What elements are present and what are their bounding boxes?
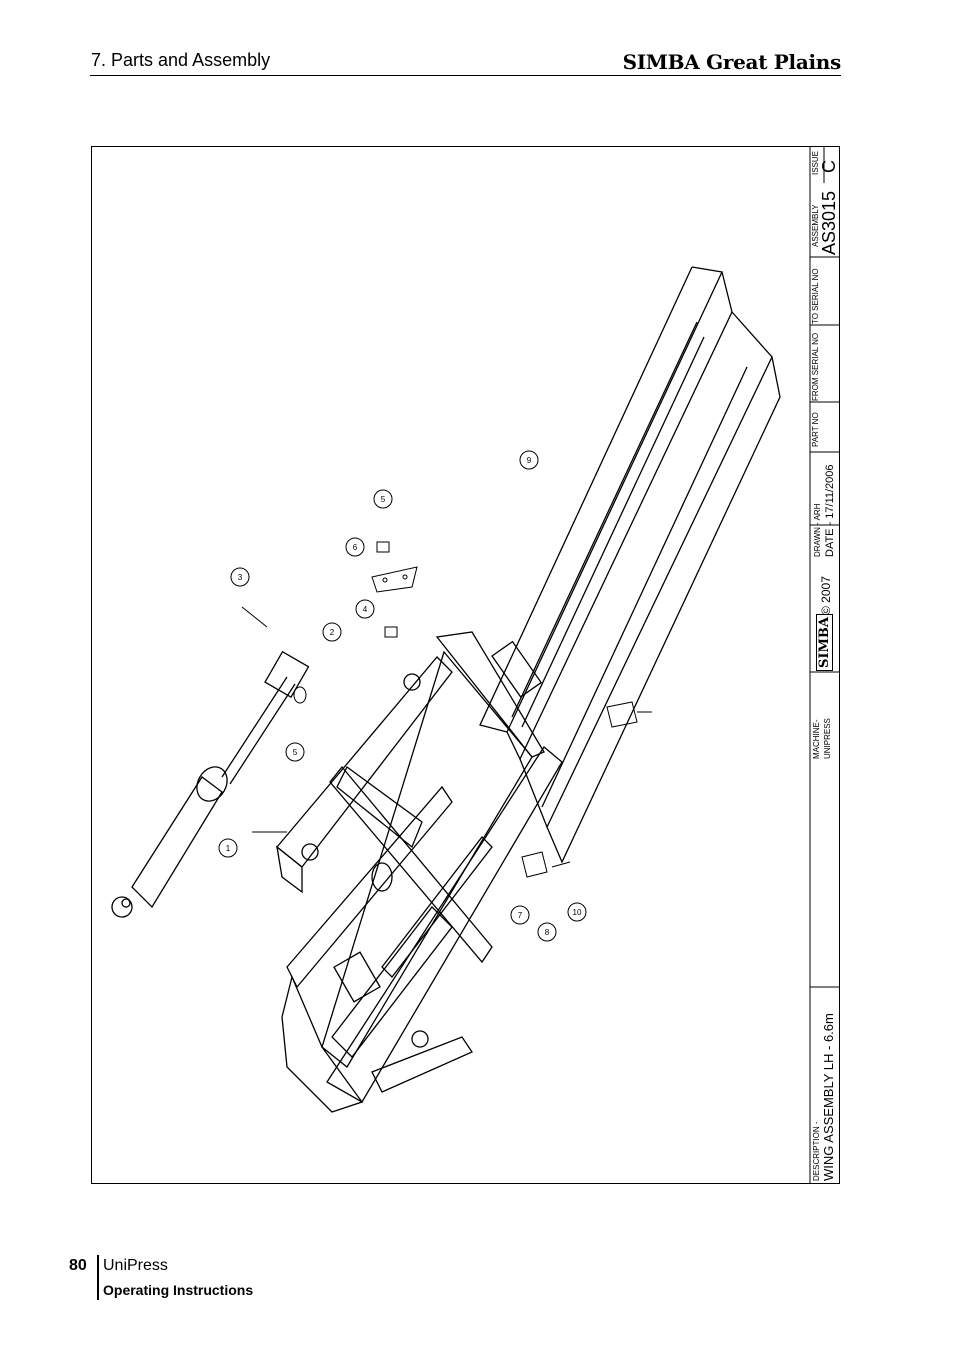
tb-part-no-label: PART NO [811, 412, 820, 447]
page-header-section: 7. Parts and Assembly [91, 50, 271, 70]
callout-3: 3 [238, 573, 243, 582]
main-beam [479, 266, 781, 864]
tb-copyright: © 2007 [819, 576, 833, 615]
brand-logo: SIMBA Great Plains [622, 50, 842, 74]
document-subtitle: Operating Instructions [103, 1282, 254, 1298]
callout-bubbles [218, 450, 587, 942]
tb-machine: UNIPRESS [823, 718, 832, 759]
drawing-frame: 1 2 3 4 5 5 6 7 8 9 10 ISSUE C ASSEMBLY … [91, 146, 840, 1184]
header-rule [90, 75, 841, 76]
callout-4: 4 [363, 605, 368, 614]
callout-2: 2 [330, 628, 335, 637]
callout-labels: 1 2 3 4 5 5 6 7 8 9 10 [226, 456, 582, 937]
assembly-drawing: 1 2 3 4 5 5 6 7 8 9 10 [111, 147, 839, 1183]
tb-from-serial-label: FROM SERIAL NO [811, 332, 820, 401]
callout-6: 6 [353, 543, 358, 552]
callout-5b: 5 [381, 495, 386, 504]
wing-frame [276, 631, 563, 1113]
page-number: 80 [69, 1257, 87, 1274]
tb-description-label: DESCRIPTION - [812, 1121, 821, 1181]
callout-5a: 5 [293, 748, 298, 757]
callout-9: 9 [527, 456, 532, 465]
product-name: UniPress [103, 1257, 168, 1274]
tb-to-serial-label: TO SERIAL NO [811, 268, 820, 324]
small-parts [241, 541, 652, 878]
footer-bar [97, 1255, 99, 1300]
callout-10: 10 [573, 908, 582, 917]
tb-issue: C [819, 160, 839, 173]
tb-assembly: AS3015 [819, 190, 839, 255]
tb-date: DATE - 17/11/2006 [824, 464, 836, 557]
callout-1: 1 [226, 844, 231, 853]
hydraulic-cylinder [111, 650, 493, 978]
tb-machine-label: MACHINE- [812, 719, 821, 759]
callout-7: 7 [518, 911, 523, 920]
tb-description: WING ASSEMBLY LH - 6.6m [821, 1013, 836, 1181]
tb-drawn: DRAWN - ARH [813, 503, 822, 557]
callout-8: 8 [545, 928, 550, 937]
tb-simba-logo: SIMBA [816, 614, 833, 671]
